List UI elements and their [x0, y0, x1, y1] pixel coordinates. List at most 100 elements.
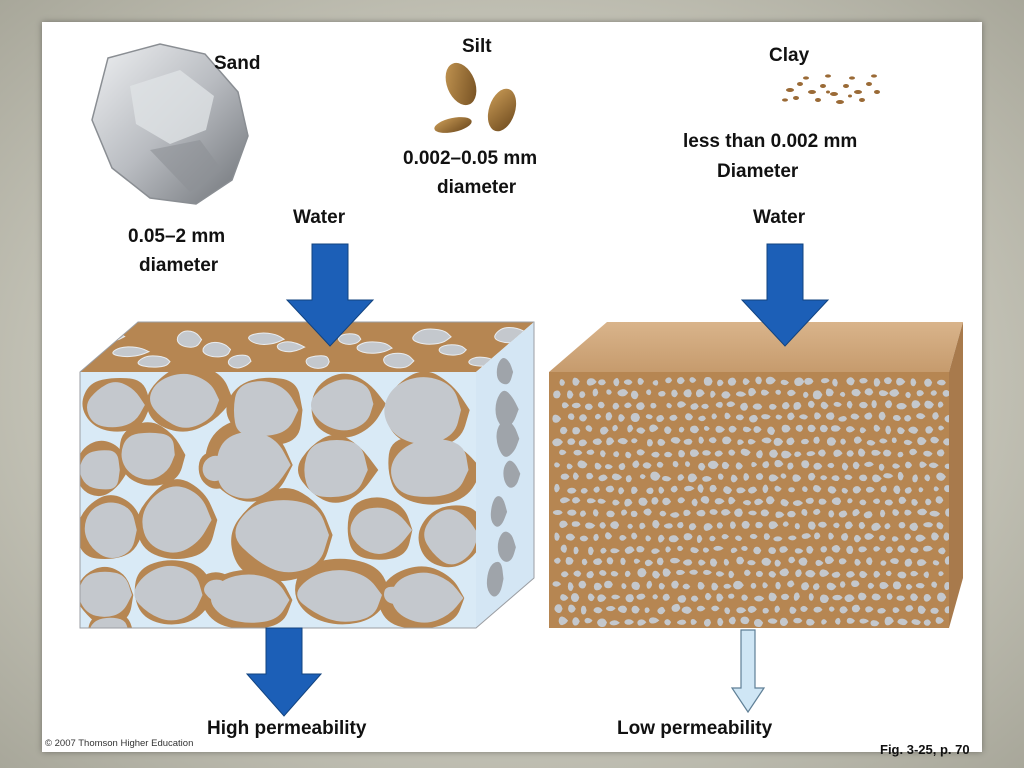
clay-grain — [813, 462, 823, 470]
clay-grain — [698, 559, 706, 566]
clay-grain — [915, 583, 925, 589]
clay-grain — [884, 499, 894, 506]
clay-grain — [859, 499, 867, 506]
sand-grain-side — [495, 390, 519, 428]
silt-title: Silt — [462, 36, 492, 57]
clay-grain — [925, 426, 934, 434]
clay-grain — [604, 580, 613, 589]
clay-grain — [552, 509, 563, 516]
clay-grain — [768, 570, 777, 578]
clay-grain — [721, 533, 729, 540]
clay-grain — [930, 607, 939, 614]
clay-grain — [637, 568, 647, 578]
clay-grain — [579, 391, 586, 399]
clay-grain — [839, 391, 846, 397]
clay-grain — [560, 594, 569, 601]
clay-grain — [689, 569, 698, 575]
clay-grain — [870, 620, 880, 627]
clay-grain — [936, 449, 945, 457]
clay-grain — [735, 391, 747, 397]
clay-grain — [606, 557, 614, 565]
clay-grain — [645, 414, 653, 420]
clay-grain — [612, 499, 620, 506]
clay-grain — [782, 521, 789, 527]
clay-grain — [618, 414, 625, 422]
clay-grain — [748, 486, 758, 494]
clay-grain — [707, 460, 719, 470]
clay-grain — [931, 532, 939, 541]
clay-grain — [813, 436, 820, 444]
clay-grain — [892, 509, 900, 516]
clay-grain — [768, 474, 779, 482]
clay-grain — [835, 617, 841, 625]
clay-grain — [828, 532, 834, 540]
clay-grain — [572, 617, 580, 626]
clay-grain — [801, 438, 810, 445]
clay-grain — [885, 425, 892, 435]
clay-grain — [819, 569, 830, 577]
clay-grain — [651, 451, 660, 458]
clay-grain — [944, 581, 949, 591]
clay-grain — [571, 521, 581, 527]
clay-grain — [597, 498, 606, 504]
clay-grain — [572, 377, 580, 386]
clay-grain — [858, 448, 866, 457]
clay-grain — [897, 571, 907, 579]
clay-grain — [652, 570, 661, 579]
clay-grain — [786, 437, 795, 446]
clay-grain — [873, 546, 881, 552]
clay-grain — [630, 390, 639, 400]
clay-grain — [806, 451, 816, 457]
clay-grain — [803, 391, 809, 399]
clay-grain — [587, 593, 595, 602]
clay-grain — [643, 508, 652, 516]
water-label-left: Water — [293, 207, 346, 228]
clay-grain — [716, 593, 724, 602]
clay-grain — [892, 581, 902, 590]
clay-grain — [747, 605, 757, 613]
clay-grain — [830, 425, 841, 432]
clay-grain — [923, 571, 929, 579]
sand-grain — [233, 381, 299, 437]
clay-grain — [681, 606, 692, 614]
clay-grain — [612, 402, 620, 410]
clay-grain — [751, 461, 758, 468]
clay-grain — [685, 413, 693, 421]
clay-grain — [624, 402, 632, 409]
clay-grain — [723, 558, 730, 566]
sand-grain — [391, 572, 464, 623]
clay-grain — [610, 570, 619, 577]
clay-grain — [780, 473, 787, 479]
clay-grain — [703, 425, 710, 431]
clay-grain — [636, 545, 645, 553]
clay-grain — [698, 462, 706, 471]
clay-grain — [554, 483, 560, 493]
clay-grain — [944, 485, 949, 493]
clay-grain — [794, 548, 804, 554]
clay-grain — [754, 498, 764, 506]
clay-grain — [755, 473, 764, 480]
clay-grain — [865, 606, 874, 613]
clay-grain — [877, 607, 886, 614]
clay-grain — [878, 411, 886, 421]
clay-grain — [863, 511, 873, 519]
clay-grain — [552, 438, 563, 447]
clay-grain — [846, 617, 855, 624]
clay-grain — [559, 497, 571, 504]
sand-grain — [142, 486, 212, 553]
clay-grain — [683, 509, 691, 517]
clay-grain — [923, 522, 934, 528]
clay-grain — [806, 545, 814, 554]
clay-grain — [650, 471, 661, 481]
clay-grain — [827, 462, 835, 469]
sand-grain-top — [383, 352, 415, 369]
clay-grain — [627, 424, 634, 433]
clay-grain — [702, 450, 712, 456]
clay-grain — [733, 580, 744, 590]
sand-grain — [391, 438, 469, 497]
clay-grain — [750, 582, 757, 589]
clay-grain — [749, 414, 758, 423]
clay-grain — [910, 378, 917, 387]
clay-grain — [760, 389, 770, 396]
